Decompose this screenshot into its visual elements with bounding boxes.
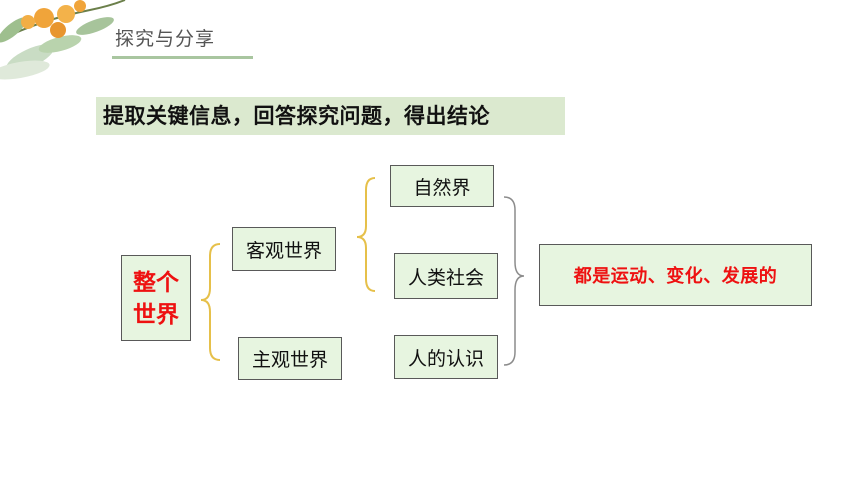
node-conclusion: 都是运动、变化、发展的 (539, 244, 812, 306)
node-whole-world-line1: 整个 (133, 270, 179, 296)
node-human-cognition: 人的认识 (394, 335, 498, 379)
node-objective-world: 客观世界 (232, 227, 336, 271)
node-nature: 自然界 (390, 165, 494, 207)
title-underline (112, 56, 253, 59)
section-title: 探究与分享 (115, 28, 216, 50)
node-human-society: 人类社会 (394, 253, 498, 299)
node-whole-world: 整个 世界 (121, 255, 191, 341)
bracket-conclusion (503, 196, 525, 366)
node-whole-world-line2: 世界 (133, 302, 179, 328)
bracket-objective-world (356, 177, 376, 292)
bracket-whole-world (200, 243, 221, 361)
instruction-banner: 提取关键信息，回答探究问题，得出结论 (96, 97, 565, 135)
node-subjective-world: 主观世界 (238, 337, 342, 380)
fruit-branch-decoration (0, 0, 126, 80)
